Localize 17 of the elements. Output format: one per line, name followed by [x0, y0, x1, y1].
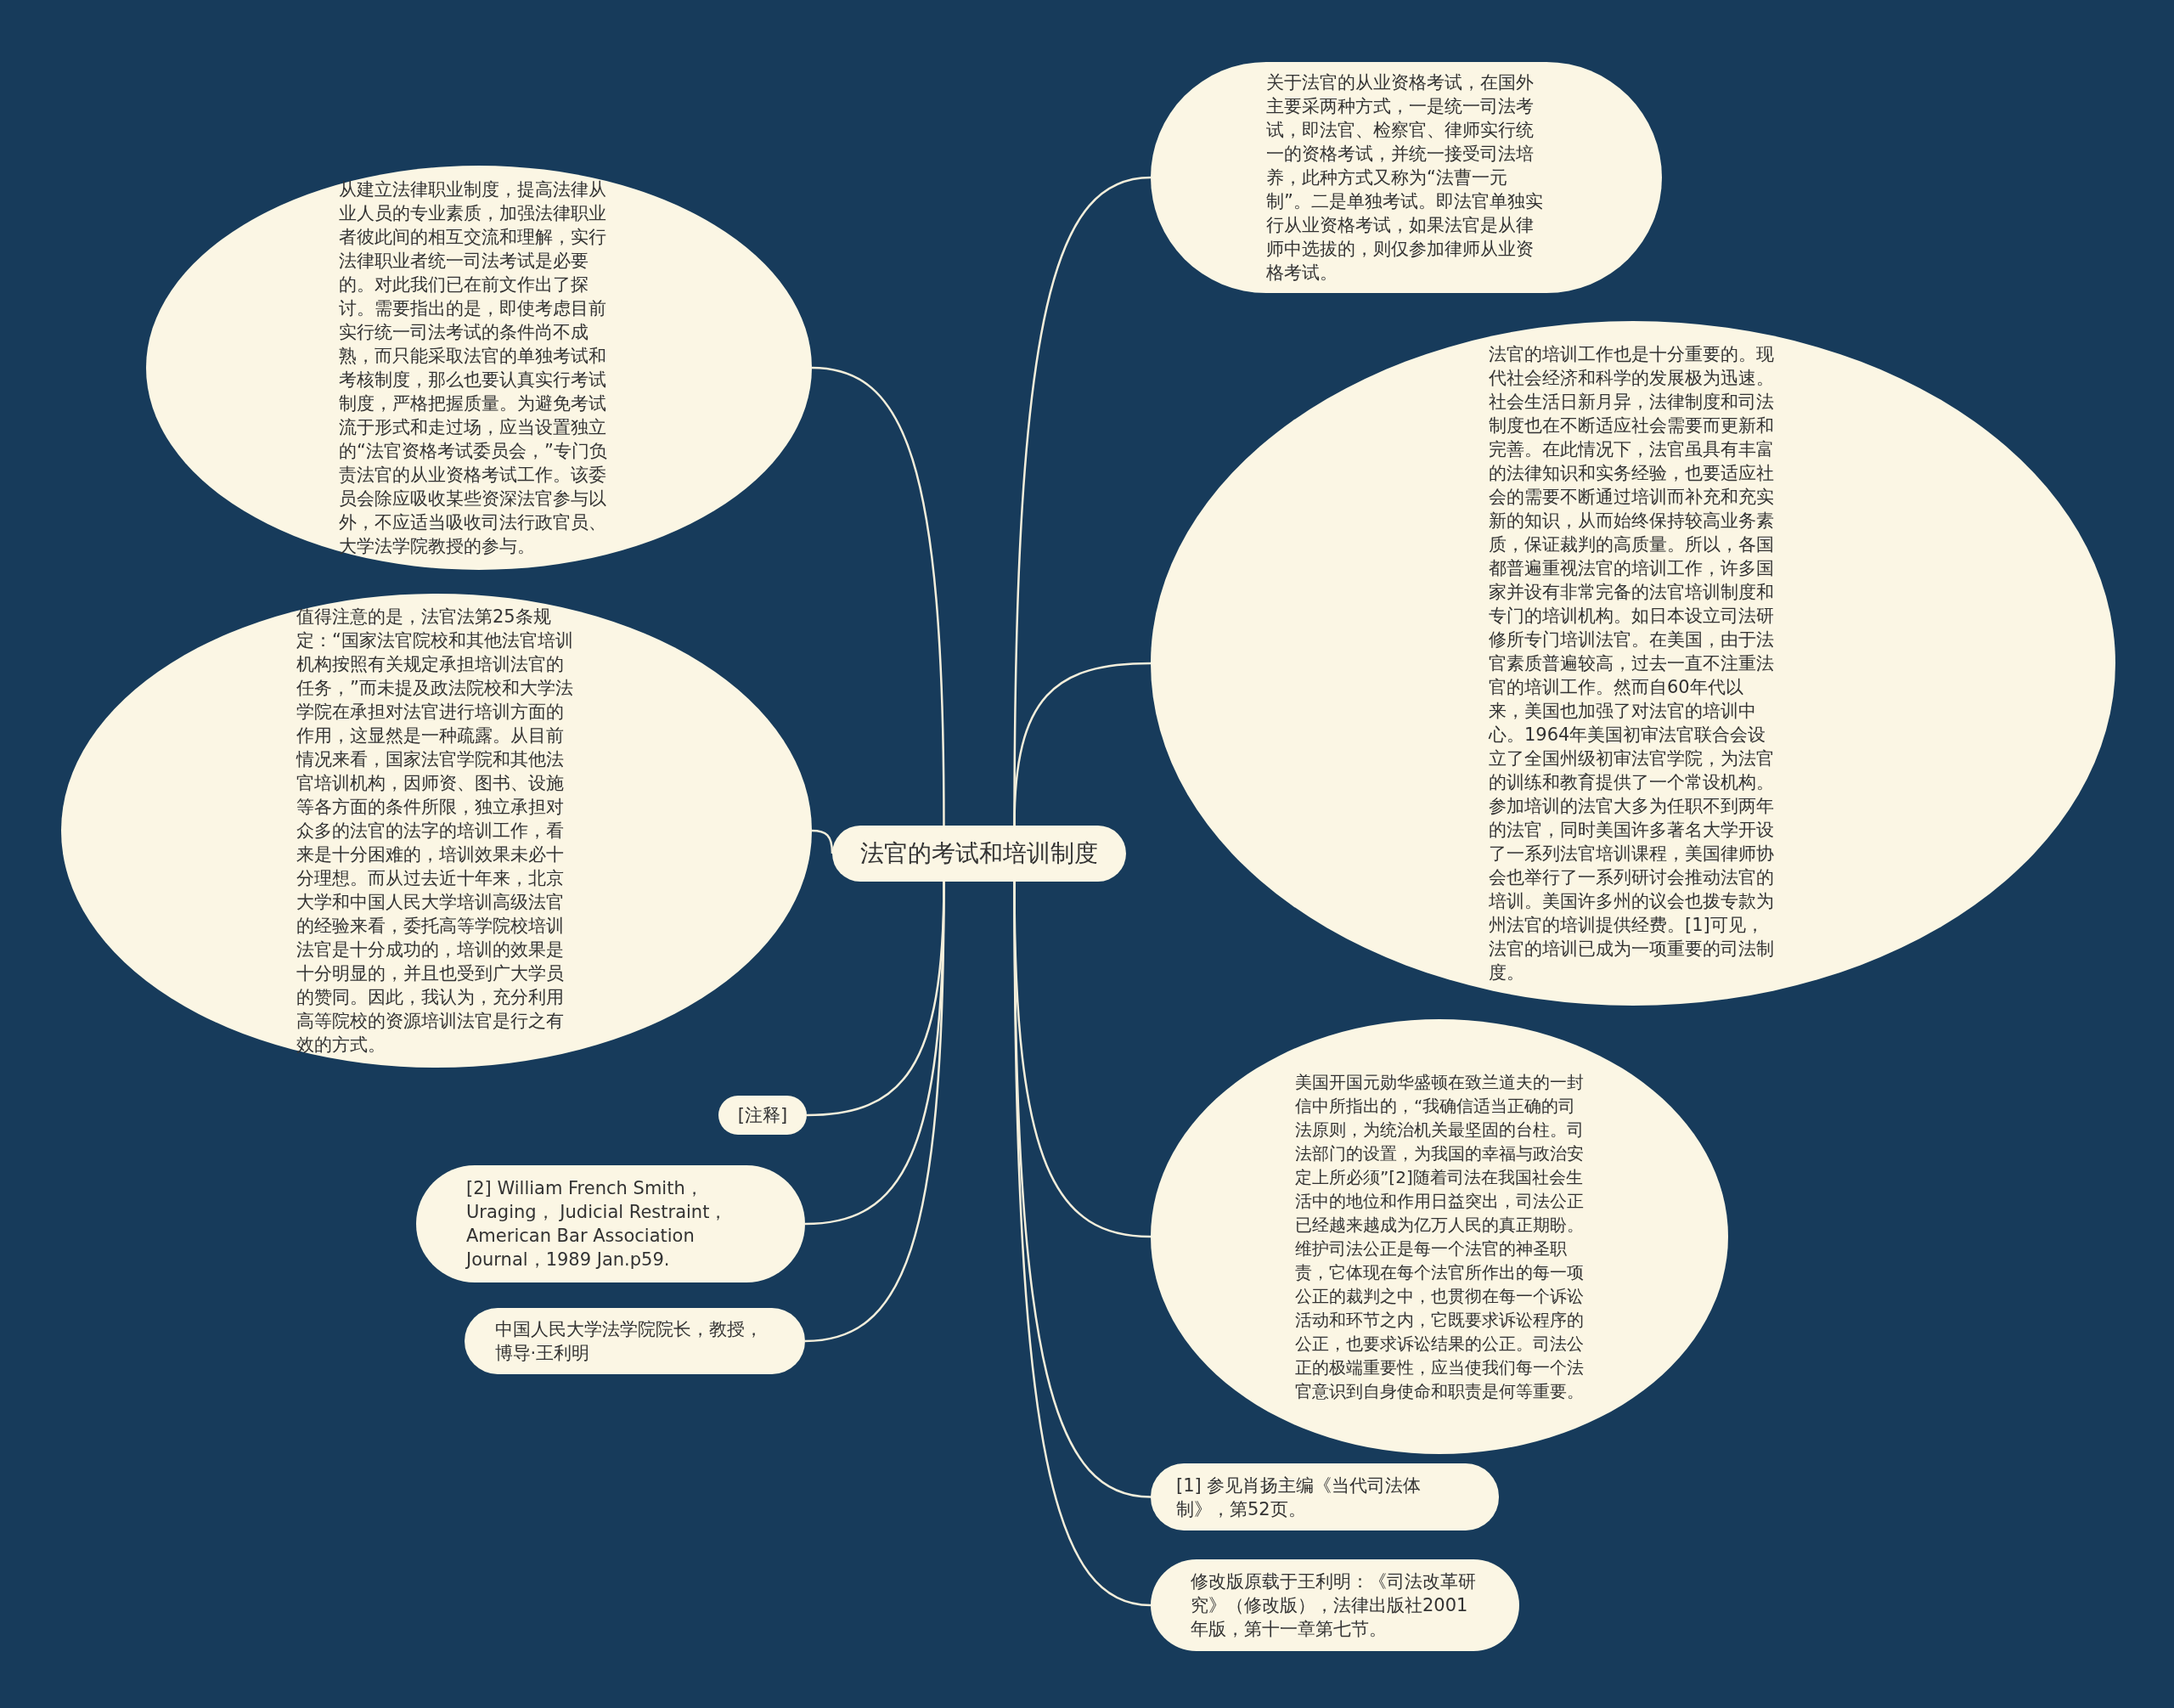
connector-line: [804, 882, 945, 1343]
paragraph: 值得注意的是，法官法第25条规定：“国家法官院校和其他法官培训机构按照有关规定承担培训法官的任务，”而未提及政法院校和大学法学院在承担对法官进行培训方面的作用，这显然是一种疏露。从目前情况来看，国家法官学院和其他法官培训机构，因师资、图书、设施等各方面的条件所限，独立承担对众多的法官的法字的培训工作，看来是十分困难的，培训效果未必十分理想。而从过去近十年来，北京大学和中国人民大学培训高级法官的经验来看，委托高等学院校培训法官是十分成功的，培训的效果是十分明显的，并且也受到广大学员的赞同。因此，我认为，充分利用高等院校的资源培训法官是行之有效的方式。: [296, 606, 574, 1057]
paragraph: [1] 参见肖扬主编《当代司法体制》，第52页。: [1176, 1474, 1422, 1521]
central-topic-bubble: [832, 826, 1126, 882]
paragraph: 中国人民大学法学院院长，教授，博导·王利明: [494, 1318, 763, 1365]
paragraph: 法官的培训工作也是十分重要的。现代社会经济和科学的发展极为迅速。社会生活日新月异，法律制度和司法制度也在不断适应社会需要而更新和完善。在此情况下，法官虽具有丰富的法律知识和实务经验，也要适应社会的需要不断通过培训而补充和充实新的知识，从而始终保持较高业务素质，保证裁判的高质量。所以，各国都普遍重视法官的培训工作，许多国家并设有非常完备的法官培训制度和专门的培训机构。如日本设立司法研修所专门培训法官。在美国，由于法官素质普遍较高，过去一直不注重法官的培训工作。然而自60年代以来，美国也加强了对法官的培训中心。1964年美国初审法官联合会设立了全国州级初审法官学院，为法官的训练和教育提供了一个常设机构。参加培训的法官大多为任职不到两年的法官，同时美国许多著名大学开设了一系列法官培训课程，美国律师协会也举行了一系列研讨会推动法官的培训。美国许多州的议会也拨专款为州法官的培训提供经费。[1]可见，法官的培训已成为一项重要的司法制度。: [1489, 343, 1775, 984]
paragraph: 修改版原载于王利明：《司法改革研究》（修改版），法律出版社2001年版，第十一章第七节。: [1191, 1570, 1477, 1641]
topic-bubble: [718, 1096, 807, 1135]
paragraph: 美国开国元勋华盛顿在致兰道夫的一封信中所指出的，“我确信适当正确的司法原则，为统治机关最坚固的台柱。司法部门的设置，为我国的幸福与政治安定上所必须”[2]随着司法在我国社会生活中的地位和作用日益突出，司法公正已经越来越成为亿万人民的真正期盼。维护司法公正是每一个法官的神圣职责，它体现在每个法官所作出的每一项公正的裁判之中，也贯彻在每一个诉讼活动和环节之内，它既要求诉讼程序的公正，也要求诉讼结果的公正。司法公正的极端重要性，应当使我们每一个法官意识到自身使命和职责是何等重要。: [1295, 1071, 1584, 1403]
paragraph: 从建立法律职业制度，提高法律从业人员的专业素质，加强法律职业者彼此间的相互交流和理解，实行法律职业者统一司法考试是必要的。对此我们已在前文作出了探讨。需要指出的是，即使考虑目前实行统一司法考试的条件尚不成熟，而只能采取法官的单独考试和考核制度，那么也要认真实行考试制度，严格把握质量。为避免考试流于形式和走过场，应当设置独立的“法官资格考试委员会，”专门负责法官的从业资格考试工作。该委员会除应吸收某些资深法官参与以外，不应适当吸收司法行政官员、大学法学院教授的参与。: [339, 178, 608, 558]
paragraph: [2] William French Smith， Uraging， Judicial Restraint， American Bar Association Journal，1989 Jan.p59.: [466, 1177, 729, 1271]
paragraph: 关于法官的从业资格考试，在国外主要采两种方式，一是统一司法考试，即法官、检察官、律师实行统一的资格考试，并统一接受司法培养，此种方式又称为“法曹一元制”。二是单独考试。即法官单独实行从业资格考试，如果法官是从律师中选拔的，则仅参加律师从业资格考试。: [1266, 71, 1544, 285]
connector-line: [811, 366, 945, 826]
connector-line: [1013, 662, 1152, 826]
connector-line: [811, 829, 834, 854]
topic-title: 法官的考试和培训制度: [860, 842, 1098, 865]
paragraph: [注释]: [737, 1104, 788, 1127]
